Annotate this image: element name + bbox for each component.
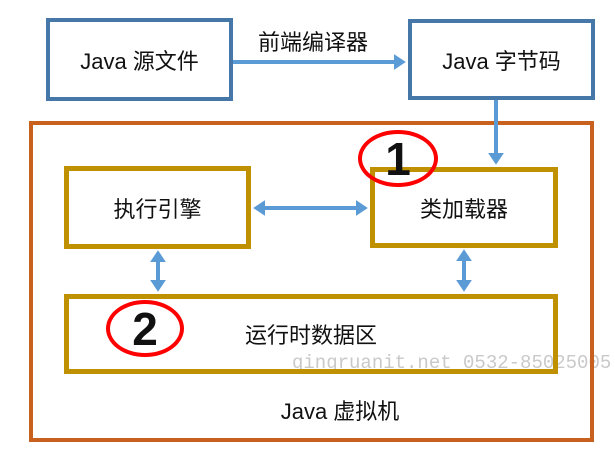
- java-source-box: Java 源文件: [46, 18, 233, 101]
- jvm-label: Java 虚拟机: [280, 399, 400, 424]
- java-bytecode-label: Java 字节码: [442, 48, 561, 74]
- runtime-data-area-box: 运行时数据区: [64, 294, 558, 374]
- frontend-compiler-label: 前端编译器: [257, 30, 368, 55]
- step-2-badge: 2: [106, 300, 184, 357]
- class-loader-label: 类加载器: [419, 196, 508, 222]
- jvm-container-box: [29, 121, 594, 442]
- watermark-text: qingruanit.net 0532-85025005: [292, 352, 612, 374]
- execution-engine-label: 执行引擎: [113, 196, 202, 222]
- execution-engine-box: 执行引擎: [64, 166, 251, 249]
- step-1-badge: 1: [358, 130, 438, 187]
- runtime-data-area-label: 运行时数据区: [244, 323, 377, 348]
- java-source-label: Java 源文件: [80, 48, 199, 74]
- step-2-number: 2: [132, 302, 158, 355]
- class-loader-box: 类加载器: [370, 167, 558, 248]
- step-1-number: 1: [385, 132, 411, 185]
- java-bytecode-box: Java 字节码: [408, 19, 595, 100]
